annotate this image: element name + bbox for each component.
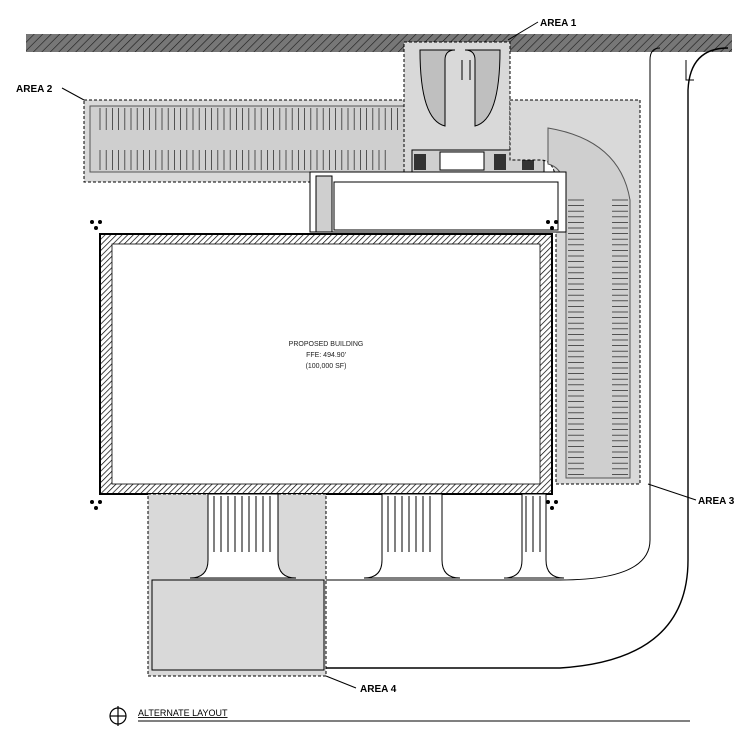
area2-parking-stalls-bottom	[99, 150, 386, 170]
corner-markers	[90, 220, 558, 510]
building-ffe: FFE: 494.90'	[306, 352, 346, 359]
access-drive	[150, 47, 729, 669]
north-arrow-icon	[109, 706, 127, 726]
dock-doors	[213, 496, 541, 552]
area3-parking-stalls	[568, 199, 628, 475]
area4-label: AREA 4	[360, 684, 397, 695]
area3-label: AREA 3	[698, 496, 735, 507]
median-island	[439, 151, 485, 171]
layout-title: ALTERNATE LAYOUT	[138, 708, 228, 718]
area1-label: AREA 1	[540, 18, 577, 29]
area2-parking-stalls-top	[99, 108, 399, 130]
area2-label: AREA 2	[16, 84, 53, 95]
building-name: PROPOSED BUILDING	[289, 341, 364, 348]
building-size: (100,000 SF)	[306, 363, 347, 370]
